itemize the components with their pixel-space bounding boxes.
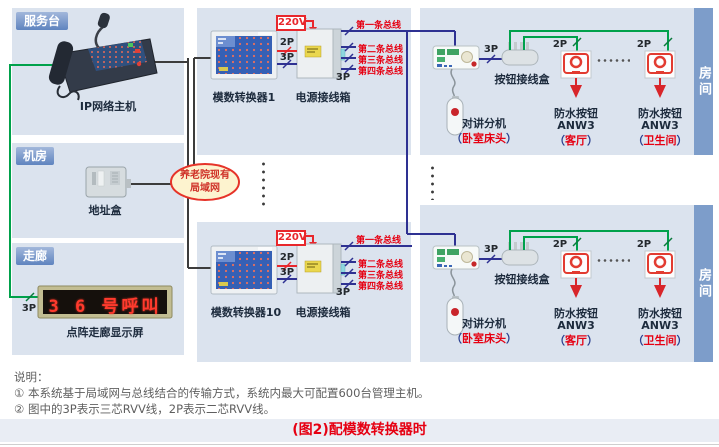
paren-close: ） xyxy=(676,134,688,147)
label-button2-loc-room2: （卫生间） xyxy=(622,332,698,348)
handset-icon xyxy=(48,41,74,85)
ip-host-device xyxy=(48,12,158,101)
wire-label-3p-room1: 3P xyxy=(483,44,499,55)
lan-wires xyxy=(126,57,211,269)
voltage-box-2: 220V xyxy=(276,230,307,246)
bus-label-2-conv1: 第二条总线 xyxy=(358,45,404,55)
paren-open: （ xyxy=(451,332,462,345)
loc-text: 客厅 xyxy=(565,134,587,147)
continuation-dots-buttons1-icon xyxy=(596,59,630,62)
wire-label-3p-conv1: 3P xyxy=(279,52,295,63)
bottom-divider xyxy=(0,444,719,445)
badge-machine-room: 机房 xyxy=(16,147,54,165)
lan-cloud-line2: 局域网 xyxy=(190,183,220,194)
wire-label-2p-r1b2: 2P xyxy=(636,39,652,50)
label-intercom-room1: 对讲分机 xyxy=(462,117,506,130)
continuation-dots-converters-icon xyxy=(262,160,265,208)
address-box-device xyxy=(85,166,131,198)
label-converter-1: 模数转换器1 xyxy=(212,91,276,104)
bus1-room-feed-wires xyxy=(406,30,456,246)
paren-open: （ xyxy=(554,334,565,347)
wire-label-3p-conv2: 3P xyxy=(279,267,295,278)
continuation-dots-rooms-icon xyxy=(431,164,434,200)
wire-label-2p-conv1: 2P xyxy=(279,37,295,48)
bus-label-2-conv2: 第二条总线 xyxy=(358,260,404,270)
loc-text: 卫生间 xyxy=(643,134,677,147)
loc-text: 客厅 xyxy=(565,334,587,347)
label-power-box-2: 电源接线箱 xyxy=(295,306,351,319)
paren-close: ） xyxy=(587,134,598,147)
paren-open: （ xyxy=(451,132,462,145)
paren-open: （ xyxy=(632,134,644,147)
notes-item-1: ① 本系统基于局域网与总线结合的传输方式，系统内最大可配置600台管理主机。 xyxy=(14,386,430,400)
wire-label-bus3p-conv2: 3P xyxy=(335,287,351,298)
label-button1-title-room1: 防水按钮 xyxy=(554,107,598,120)
bus-label-1-conv1: 第一条总线 xyxy=(356,21,402,31)
wire-label-2p-r2b2: 2P xyxy=(636,239,652,250)
bus-label-3-conv1: 第三条总线 xyxy=(358,56,404,66)
loc-text: 卧室床头 xyxy=(462,332,506,345)
lan-cloud-line1: 养老院现有 xyxy=(180,170,230,181)
corridor-display-wire xyxy=(9,64,63,302)
label-button2-loc-room1: （卫生间） xyxy=(622,132,698,148)
label-power-box-1: 电源接线箱 xyxy=(295,91,351,104)
label-address-box: 地址盒 xyxy=(88,204,122,217)
label-button2-model-room2: ANW3 xyxy=(641,319,679,332)
wire-label-2p-r1b1: 2P xyxy=(552,39,568,50)
paren-close: ） xyxy=(587,334,598,347)
badge-corridor: 走廊 xyxy=(16,247,54,265)
label-button1-loc-room1: （客厅） xyxy=(545,132,607,148)
bus-label-1-conv2: 第一条总线 xyxy=(356,236,402,246)
paren-open: （ xyxy=(632,334,644,347)
voltage-box-1: 220V xyxy=(276,15,307,31)
label-ip-host: IP网络主机 xyxy=(79,100,137,113)
figure-caption: (图2)配模数转换器时 xyxy=(292,422,427,438)
paren-open: （ xyxy=(554,134,565,147)
label-button2-title-room2: 防水按钮 xyxy=(638,307,682,320)
led-display-text: 3 6 号呼叫 xyxy=(48,297,162,317)
label-button2-title-room1: 防水按钮 xyxy=(638,107,682,120)
bus-label-4-conv2: 第四条总线 xyxy=(358,282,404,292)
led-display-device xyxy=(37,285,173,319)
label-button1-loc-room2: （客厅） xyxy=(545,332,607,348)
label-corridor-display: 点阵走廊显示屏 xyxy=(66,326,144,339)
label-intercom-room2: 对讲分机 xyxy=(462,317,506,330)
label-junction-box-room1: 按钮接线盒 xyxy=(494,73,550,86)
paren-close: ） xyxy=(676,334,688,347)
label-button1-title-room2: 防水按钮 xyxy=(554,307,598,320)
room-bar-2: 房间 xyxy=(694,205,713,362)
bus-label-4-conv1: 第四条总线 xyxy=(358,67,404,77)
wire-label-3p-corridor: 3P xyxy=(21,303,37,314)
gooseneck-mic-icon xyxy=(94,25,105,50)
lan-cloud-ellipse xyxy=(170,163,240,201)
wire-label-bus3p-conv1: 3P xyxy=(335,72,351,83)
continuation-dots-buttons2-icon xyxy=(596,259,630,262)
panel-room-1 xyxy=(420,8,713,155)
room-bar-1: 房间 xyxy=(694,8,713,155)
label-junction-box-room2: 按钮接线盒 xyxy=(494,273,550,286)
label-button1-model-room2: ANW3 xyxy=(557,319,595,332)
loc-text: 卧室床头 xyxy=(462,132,506,145)
label-intercom-loc-room1: （卧室床头） xyxy=(432,130,536,146)
loc-text: 卫生间 xyxy=(643,334,677,347)
label-button2-model-room1: ANW3 xyxy=(641,119,679,132)
label-converter-2: 模数转换器10 xyxy=(210,306,282,319)
wire-label-3p-room2: 3P xyxy=(483,244,499,255)
paren-close: ） xyxy=(506,132,517,145)
curly-cord-icon xyxy=(56,85,80,101)
caption-bar: (图2)配模数转换器时 xyxy=(0,419,719,442)
label-intercom-loc-room2: （卧室床头） xyxy=(432,330,536,346)
wire-label-2p-r2b1: 2P xyxy=(552,239,568,250)
paren-close: ） xyxy=(506,332,517,345)
badge-service-desk: 服务台 xyxy=(16,12,68,30)
bus-label-3-conv2: 第三条总线 xyxy=(358,271,404,281)
label-button1-model-room1: ANW3 xyxy=(557,119,595,132)
lan-cloud-label: 养老院现有 局域网 xyxy=(171,169,239,195)
wire-label-2p-conv2: 2P xyxy=(279,252,295,263)
notes-title: 说明： xyxy=(14,370,49,384)
notes-item-2: ② 图中的3P表示三芯RVV线，2P表示二芯RVV线。 xyxy=(14,402,276,416)
